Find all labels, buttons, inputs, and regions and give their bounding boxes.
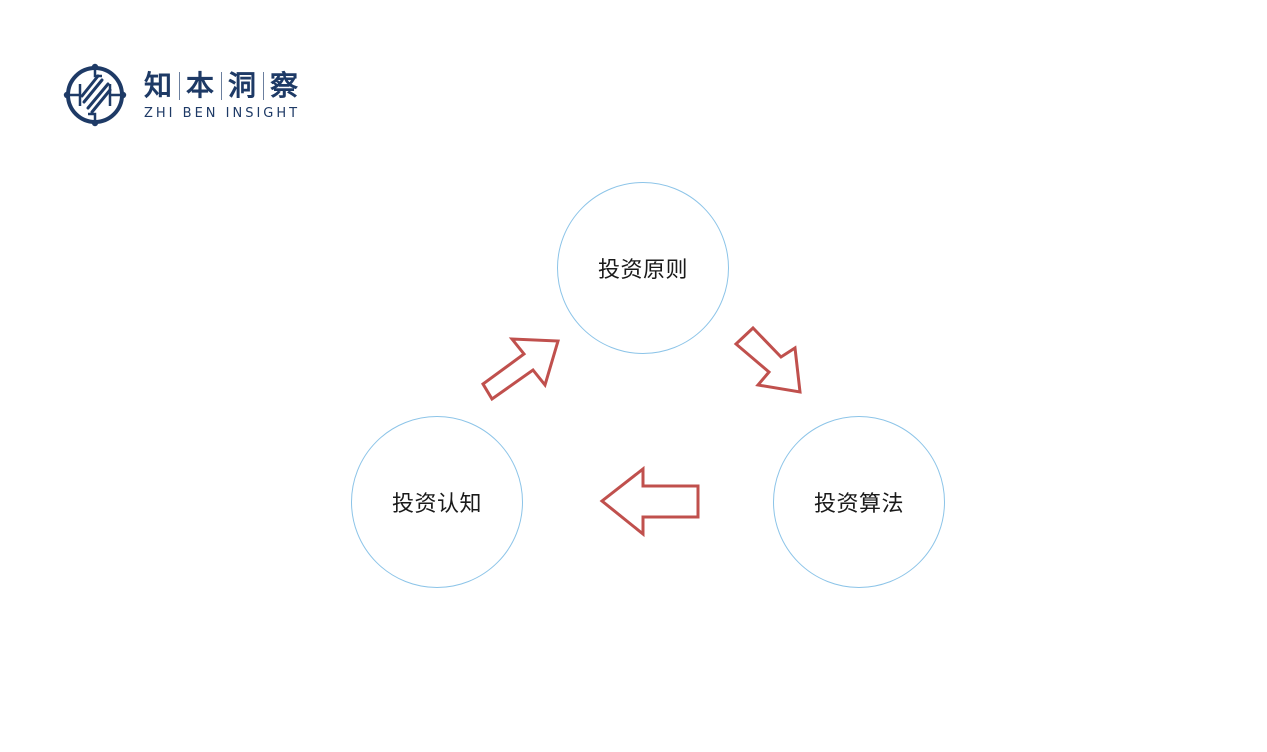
node-investment-principles: 投资原则 [557,182,729,354]
logo-separator [179,71,181,100]
node-investment-cognition: 投资认知 [351,416,523,588]
node-label: 投资原则 [597,258,688,283]
brand-logo: 知 本 洞 察 ZHI BEN INSIGHT [62,62,305,128]
node-label: 投资算法 [813,492,904,517]
arrow-left-icon [599,465,700,538]
logo-separator [221,71,223,100]
arrow-up-right-icon [481,337,560,402]
logo-char: 察 [270,68,300,102]
logo-char: 知 [144,68,174,102]
logo-char: 洞 [228,68,258,102]
zhi-ben-insight-logo-icon [63,63,127,127]
node-investment-algorithm: 投资算法 [773,416,945,588]
logo-text: 知 本 洞 察 ZHI BEN INSIGHT [144,68,305,121]
arrow-down-right-icon [733,325,802,394]
logo-chinese-name: 知 本 洞 察 [144,68,305,102]
node-label: 投资认知 [391,492,482,517]
logo-english-name: ZHI BEN INSIGHT [144,105,301,121]
logo-separator [263,71,265,100]
logo-char: 本 [186,68,216,102]
